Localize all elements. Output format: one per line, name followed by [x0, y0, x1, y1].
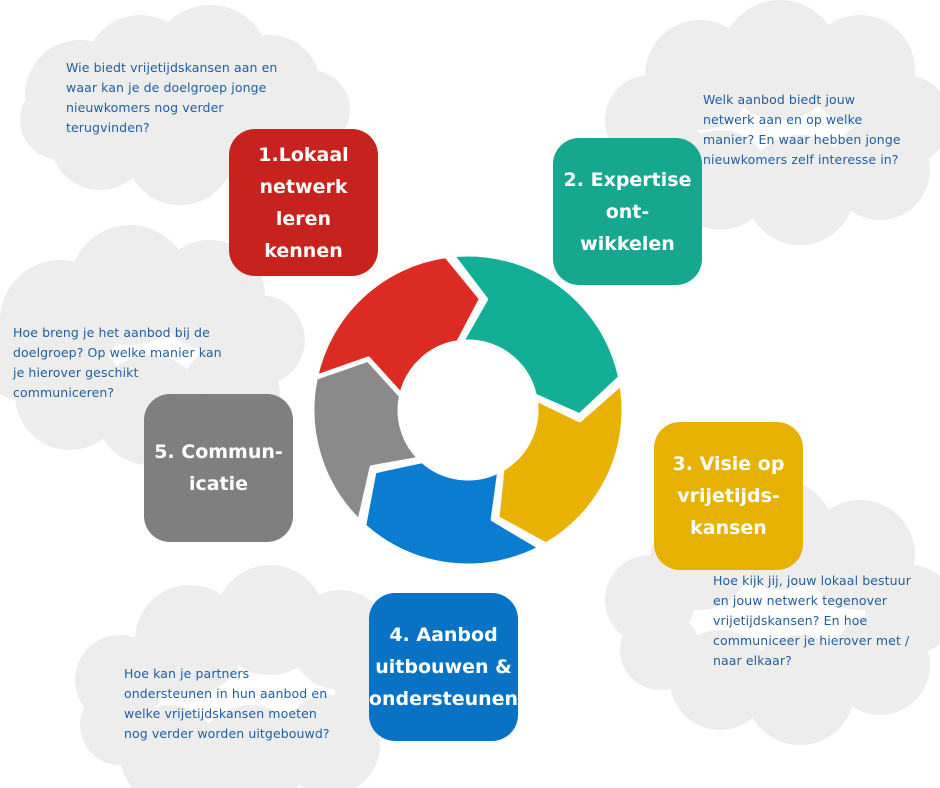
question-4-line: Hoe kan je partners — [124, 666, 250, 681]
step-4-line: ondersteunen — [368, 688, 519, 710]
step-5-line: 5. Commun- — [154, 441, 283, 463]
cycle-segment-2 — [449, 251, 624, 419]
cycle-center — [402, 344, 534, 476]
step-2-box: 2. Expertise ont- wikkelen — [553, 138, 702, 285]
question-2-line: Welk aanbod biedt jouw — [703, 92, 856, 107]
question-4-line: ondersteunen in hun aanbod en — [124, 686, 328, 701]
step-2-line: 2. Expertise — [563, 168, 692, 191]
question-1-line: nieuwkomers nog verder — [66, 100, 224, 115]
question-2-line: netwerk aan en op welke — [703, 112, 863, 127]
question-3: Hoe kijk jij, jouw lokaal bestuur en jou… — [713, 571, 938, 671]
question-3-line: en jouw netwerk tegenover — [713, 593, 888, 608]
cycle-segment-4 — [361, 458, 544, 569]
question-4-line: welke vrijetijdskansen moeten — [124, 706, 317, 721]
step-1-line: leren — [275, 207, 332, 230]
cycle-ring — [309, 251, 627, 569]
step-4-box: 4. Aanbod uitbouwen & ondersteunen — [369, 593, 518, 741]
cloud-5 — [75, 565, 415, 788]
question-2-line: manier? En waar hebben jonge — [703, 132, 901, 147]
question-5-line: je hierover geschikt — [13, 365, 139, 380]
cloud-1 — [20, 5, 350, 205]
question-3-line: communiceer je hierover met / — [713, 633, 910, 648]
step-1-line: 1.Lokaal — [258, 143, 349, 166]
question-3-line: vrijetijdskansen? En hoe — [713, 613, 868, 628]
cycle-segment-5 — [309, 356, 424, 525]
step-1-line: netwerk — [259, 175, 348, 198]
question-3-line: naar elkaar? — [713, 653, 792, 668]
question-5-line: communiceren? — [13, 385, 115, 400]
step-3-line: kansen — [690, 517, 767, 539]
question-4-line: nog verder worden uitgebouwd? — [124, 726, 330, 741]
step-1-box: 1.Lokaal netwerk leren kennen — [229, 129, 378, 276]
question-2-line: nieuwkomers zelf interesse in? — [703, 152, 899, 167]
step-4-line: uitbouwen & — [375, 656, 512, 678]
question-2: Welk aanbod biedt jouw netwerk aan en op… — [703, 90, 935, 170]
step-5-line: icatie — [188, 473, 249, 495]
step-3-line: vrijetijds- — [677, 485, 780, 507]
question-1-line: waar kan je de doelgroep jonge — [66, 80, 267, 95]
question-1: Wie biedt vrijetijdskansen aan en waar k… — [66, 58, 336, 138]
step-3-box: 3. Visie op vrijetijds- kansen — [654, 422, 803, 570]
question-4: Hoe kan je partners ondersteunen in hun … — [124, 664, 364, 744]
question-5-line: Hoe breng je het aanbod bij de — [13, 325, 210, 340]
step-4-line: 4. Aanbod — [389, 624, 498, 646]
question-1-line: Wie biedt vrijetijdskansen aan en — [66, 60, 278, 75]
question-5-line: doelgroep? Op welke manier kan — [13, 345, 222, 360]
question-3-line: Hoe kijk jij, jouw lokaal bestuur — [713, 573, 911, 588]
step-1-line: kennen — [264, 239, 343, 262]
step-5-box: 5. Commun- icatie — [144, 394, 293, 542]
step-3-line: 3. Visie op — [672, 453, 785, 475]
question-1-line: terugvinden? — [66, 120, 150, 135]
question-5: Hoe breng je het aanbod bij de doelgroep… — [13, 323, 258, 403]
step-2-line: ont- — [605, 200, 650, 223]
cycle-segment-3 — [494, 380, 627, 548]
step-2-line: wikkelen — [580, 232, 675, 255]
